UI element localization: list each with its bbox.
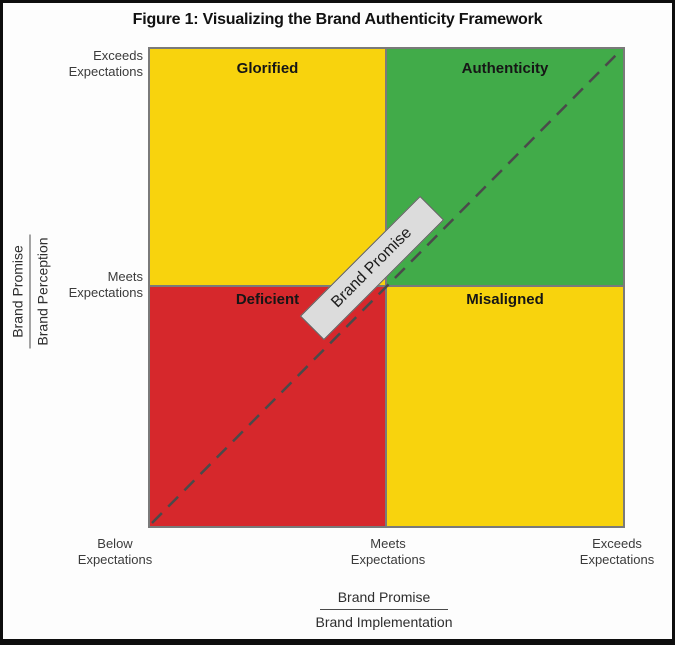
x-axis-fraction-bar	[320, 609, 448, 610]
quadrant-misaligned-label: Misaligned	[466, 291, 544, 308]
y-axis-title-numerator: Brand Promise	[9, 245, 26, 338]
x-axis-title: Brand Promise Brand Implementation	[274, 588, 494, 631]
x-tick-meets: Meets Expectations	[350, 536, 426, 567]
vertical-grid-line	[385, 49, 387, 526]
figure-title: Figure 1: Visualizing the Brand Authenti…	[132, 11, 543, 28]
horizontal-grid-line	[150, 285, 623, 287]
quadrant-glorified-label: Glorified	[236, 60, 299, 77]
quadrant-authenticity: Authenticity	[387, 49, 623, 285]
x-axis-title-numerator: Brand Promise	[337, 589, 431, 605]
quadrant-misaligned: Misaligned	[387, 287, 623, 526]
quadrant-deficient: Deficient	[150, 287, 385, 526]
quadrant-chart: Glorified Authenticity Deficient Misalig…	[148, 47, 625, 528]
y-tick-exceeds: Exceeds Expectations	[68, 48, 143, 79]
x-tick-below: Below Expectations	[77, 536, 153, 567]
quadrant-authenticity-label: Authenticity	[461, 60, 549, 77]
quadrant-glorified: Glorified	[150, 49, 385, 285]
x-axis-title-denominator: Brand Implementation	[315, 614, 453, 630]
x-tick-exceeds: Exceeds Expectations	[579, 536, 655, 567]
y-tick-meets: Meets Expectations	[68, 269, 143, 300]
quadrant-deficient-label: Deficient	[235, 291, 300, 308]
